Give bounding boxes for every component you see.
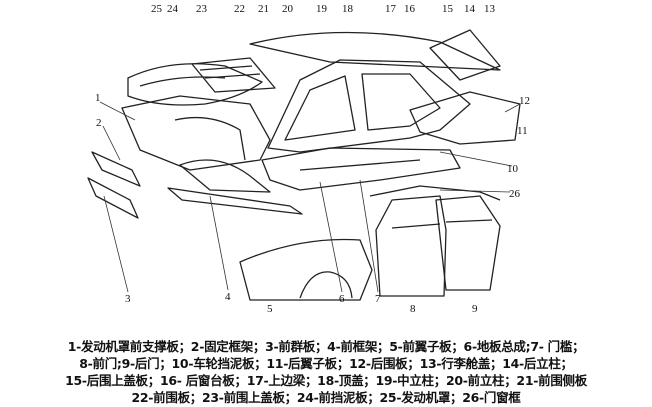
part-number-labels: 25 24 23 22 21 20 19 18 17 16 15 14 13 1… xyxy=(95,3,530,315)
label-9: 9 xyxy=(472,303,478,315)
label-24: 24 xyxy=(167,3,179,15)
part-front-structure xyxy=(121,95,271,193)
caption-line: 22-前围板；23-前围上盖板；24-前挡泥板；25-发动机罩；26-门窗框 xyxy=(131,390,521,405)
figure-caption: 1-发动机罩前支撑板；2-固定框架；3-前群板；4-前框架；5-前翼子板；6-地… xyxy=(0,338,652,406)
label-3: 3 xyxy=(125,293,131,305)
label-13: 13 xyxy=(484,3,496,15)
label-22: 22 xyxy=(234,3,245,15)
label-18: 18 xyxy=(342,3,354,15)
label-25: 25 xyxy=(151,3,163,15)
label-23: 23 xyxy=(196,3,208,15)
part-front-frame-pieces xyxy=(87,151,303,219)
label-1: 1 xyxy=(95,92,101,104)
caption-line: 8-前门;9-后门；10-车轮挡泥板；11-后翼子板；12-后围板；13-行李舱… xyxy=(79,356,573,371)
caption-line: 15-后围上盖板；16- 后窗台板；17-上边梁；18-顶盖；19-中立柱；20… xyxy=(65,373,587,388)
part-door-frames xyxy=(369,185,501,201)
part-cowl-top xyxy=(191,57,276,93)
part-trunk-lid xyxy=(429,29,501,81)
caption-line: 1-发动机罩前支撑板；2-固定框架；3-前群板；4-前框架；5-前翼子板；6-地… xyxy=(67,339,585,354)
part-floor xyxy=(261,147,461,191)
label-17: 17 xyxy=(385,3,397,15)
label-6: 6 xyxy=(339,293,345,305)
label-4: 4 xyxy=(225,291,231,303)
label-12: 12 xyxy=(519,95,530,107)
label-20: 20 xyxy=(282,3,294,15)
label-26: 26 xyxy=(509,188,521,200)
part-front-fender xyxy=(239,238,373,301)
label-2: 2 xyxy=(96,117,102,129)
car-body-exploded-diagram: 25 24 23 22 21 20 19 18 17 16 15 14 13 1… xyxy=(87,3,530,315)
label-7: 7 xyxy=(375,293,381,305)
label-14: 14 xyxy=(464,3,476,15)
label-8: 8 xyxy=(410,303,416,315)
label-16: 16 xyxy=(404,3,416,15)
part-body-side xyxy=(267,59,471,153)
part-roof xyxy=(249,31,501,71)
leader-lines xyxy=(99,101,521,293)
label-19: 19 xyxy=(316,3,328,15)
label-21: 21 xyxy=(258,3,269,15)
part-rear-door xyxy=(435,195,501,291)
label-15: 15 xyxy=(442,3,454,15)
part-rear-fender xyxy=(409,91,521,145)
label-5: 5 xyxy=(267,303,273,315)
label-11: 11 xyxy=(517,125,528,137)
part-hood xyxy=(127,63,263,106)
label-10: 10 xyxy=(507,163,519,175)
part-front-door xyxy=(375,195,447,297)
